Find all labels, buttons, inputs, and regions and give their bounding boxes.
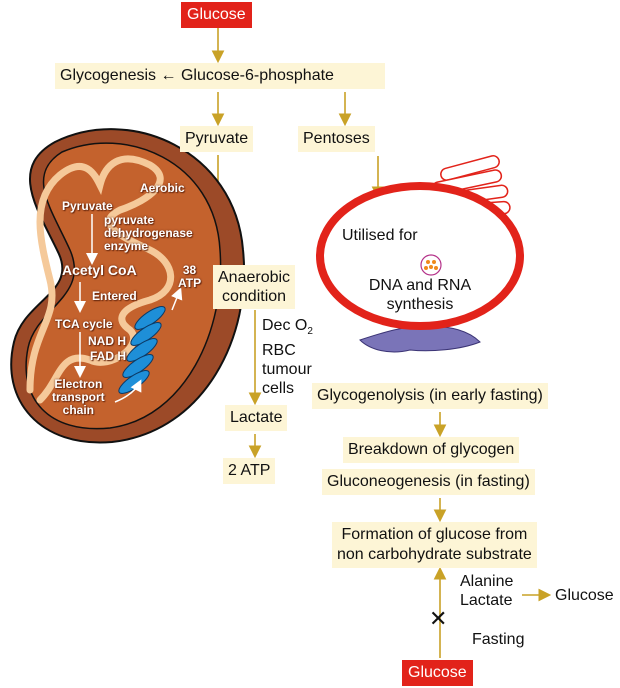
etc-line: chain: [62, 403, 94, 417]
pentoses-box: Pentoses: [298, 126, 375, 152]
2-atp-box: 2 ATP: [223, 458, 276, 484]
breakdown-glycogen-box: Breakdown of glycogen: [343, 437, 520, 463]
glucose-output-label: Glucose: [555, 587, 614, 604]
glucose-bottom-box: Glucose: [402, 660, 473, 686]
etc-line: Electron: [54, 377, 103, 391]
glucose-6-phosphate-label: Glucose-6-phosphate: [180, 67, 334, 84]
fadh-label: FAD H: [90, 349, 126, 363]
formation-line: Formation of glucose from: [341, 526, 528, 543]
38-atp-label: 38 ATP: [178, 264, 201, 290]
nadh-label: NAD H: [88, 334, 126, 348]
mito-pyruvate-label: Pyruvate: [62, 199, 113, 213]
cell-illustration: [316, 155, 524, 353]
enzyme-line: dehydrogenase: [104, 226, 193, 240]
atp-number: 38: [182, 263, 197, 277]
anaerobic-line: condition: [222, 288, 287, 305]
enzyme-line: pyruvate: [104, 213, 155, 227]
utilised-for-label: Utilised for: [342, 227, 418, 244]
tca-cycle-label: TCA cycle: [55, 317, 113, 331]
glycogenolysis-box: Glycogenolysis (in early fasting): [312, 383, 548, 409]
dec-o2-label: Dec O2: [262, 317, 313, 338]
anaerobic-condition-box: Anaerobic condition: [213, 265, 296, 309]
fasting-label: Fasting: [472, 631, 525, 648]
cells-label: cells: [262, 380, 295, 398]
atp-unit: ATP: [178, 276, 202, 290]
glycogenesis-label: Glycogenesis: [60, 67, 157, 84]
enzyme-label: pyruvate dehydrogenase enzyme: [104, 214, 193, 253]
etc-line: transport: [52, 390, 105, 404]
blocked-cross-icon: ✕: [429, 606, 448, 631]
formation-glucose-box: Formation of glucose from non carbohydra…: [332, 522, 537, 568]
rbc-label: RBC: [262, 342, 296, 360]
synthesis-line: synthesis: [386, 296, 454, 313]
tumour-label: tumour: [262, 361, 312, 379]
acetyl-coa-label: Acetyl CoA: [62, 262, 137, 278]
anaerobic-line: Anaerobic: [218, 269, 291, 286]
glycogenesis-row: Glycogenesis ← Glucose-6-phosphate: [55, 63, 385, 89]
glucose-top-box: Glucose: [181, 2, 252, 28]
enzyme-line: enzyme: [104, 239, 149, 253]
pyruvate-box: Pyruvate: [180, 126, 254, 152]
anaerobic-conditions-list: Dec O2 RBC tumour cells: [262, 316, 313, 398]
mitochondrion-illustration: [10, 128, 246, 444]
synthesis-line: DNA and RNA: [368, 277, 472, 294]
arrow-left-icon: ←: [160, 67, 177, 84]
lactate-substrate-label: Lactate: [460, 592, 513, 609]
alanine-label: Alanine: [460, 573, 514, 590]
dna-rna-synthesis-label: DNA and RNA synthesis: [325, 276, 515, 314]
substrates-label: Alanine Lactate: [460, 572, 513, 610]
aerobic-label: Aerobic: [140, 181, 185, 195]
etc-label: Electron transport chain: [52, 378, 105, 417]
formation-line: non carbohydrate substrate: [337, 546, 532, 563]
entered-label: Entered: [92, 289, 137, 303]
lactate-box: Lactate: [225, 405, 288, 431]
gluconeogenesis-box: Gluconeogenesis (in fasting): [322, 469, 535, 495]
